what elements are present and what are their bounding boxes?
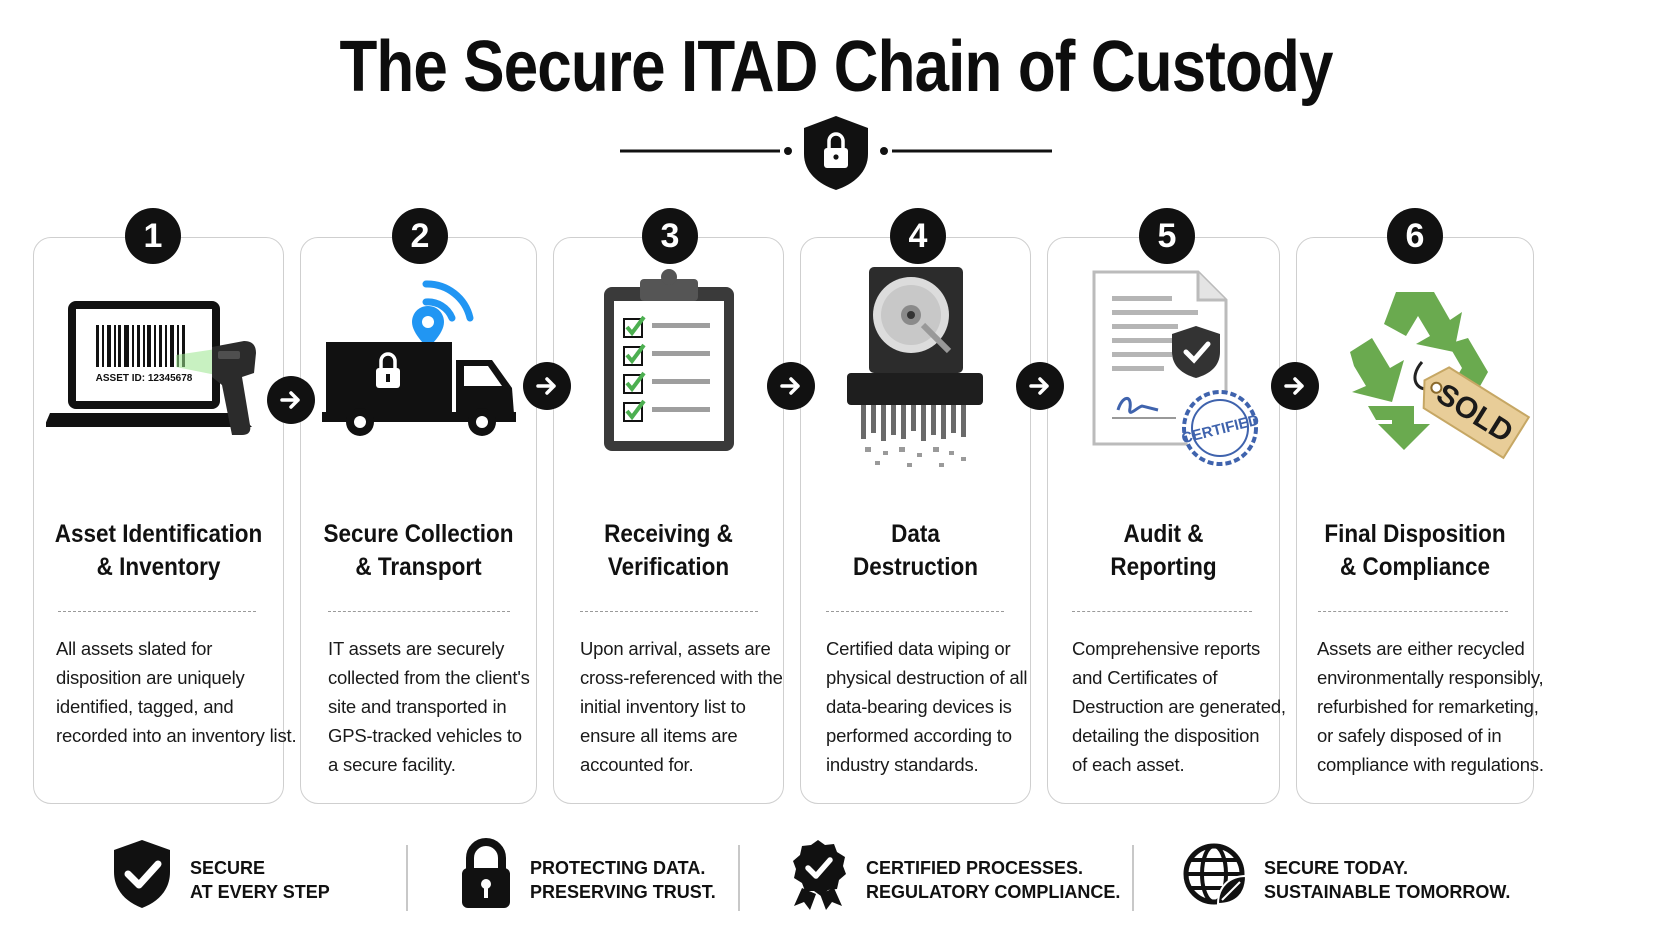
arrow-right-icon — [1016, 362, 1064, 410]
footer-divider — [1132, 845, 1134, 911]
step-number-badge: 2 — [392, 208, 448, 264]
asset-id-label: ASSET ID: 12345678 — [96, 373, 193, 384]
arrow-right-icon — [1271, 362, 1319, 410]
step-number-badge: 4 — [890, 208, 946, 264]
arrow-right-icon — [523, 362, 571, 410]
step-title: Final Disposition& Compliance — [1324, 520, 1506, 581]
step-card-6 — [1296, 237, 1534, 804]
footer-divider — [738, 845, 740, 911]
padlock-icon — [462, 838, 510, 908]
award-badge-icon — [793, 840, 846, 910]
hard-drive-shredder-icon — [847, 267, 983, 467]
step-title: Secure Collection& Transport — [323, 520, 514, 581]
page-title: The Secure ITAD Chain of Custody — [339, 27, 1333, 107]
step-number-badge: 6 — [1387, 208, 1443, 264]
gps-truck-icon — [322, 280, 516, 436]
divider — [58, 611, 256, 612]
divider — [580, 611, 758, 612]
step-title: Audit &Reporting — [1110, 520, 1217, 581]
footer-text: PROTECTING DATA.PRESERVING TRUST. — [530, 858, 716, 902]
step-title: Asset Identification& Inventory — [54, 520, 263, 581]
checklist-clipboard-icon — [604, 269, 734, 451]
divider — [1072, 611, 1252, 612]
recycle-sold-tag-icon: SOLD — [1350, 292, 1531, 460]
step-title: Receiving &Verification — [604, 520, 733, 581]
footer-text: SECURE TODAY.SUSTAINABLE TOMORROW. — [1264, 858, 1511, 902]
divider — [1318, 611, 1508, 612]
divider — [328, 611, 510, 612]
shield-check-icon — [114, 840, 170, 908]
footer-text: CERTIFIED PROCESSES.REGULATORY COMPLIANC… — [866, 858, 1121, 902]
title-divider — [620, 116, 1052, 190]
footer-divider — [406, 845, 408, 911]
arrow-right-icon — [767, 362, 815, 410]
arrow-right-icon — [267, 376, 315, 424]
certificate-document-icon: CERTIFIED — [1092, 270, 1261, 466]
shield-lock-icon — [804, 116, 868, 190]
step-number-badge: 1 — [125, 208, 181, 264]
laptop-barcode-scanner-icon: ASSET ID: 12345678 — [46, 301, 256, 435]
divider — [826, 611, 1004, 612]
step-number-badge: 5 — [1139, 208, 1195, 264]
certified-stamp-icon: CERTIFIED — [1180, 390, 1261, 466]
globe-leaf-icon — [1183, 843, 1248, 906]
step-number-badge: 3 — [642, 208, 698, 264]
